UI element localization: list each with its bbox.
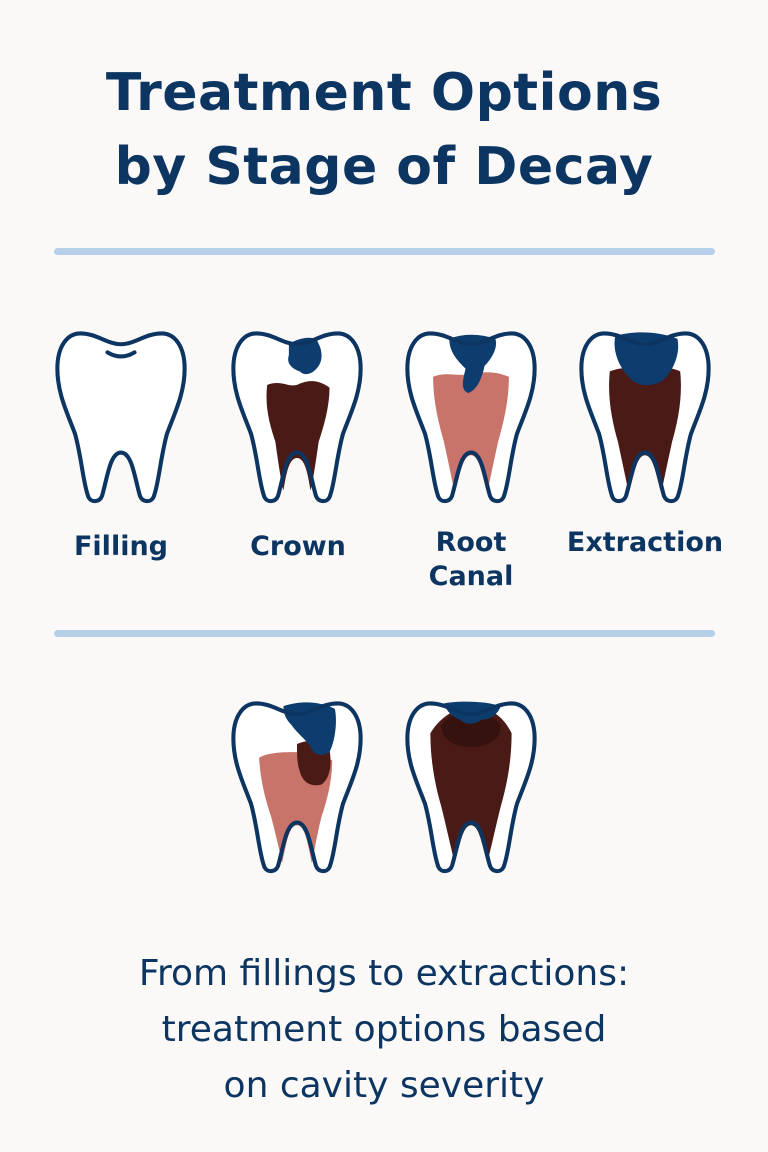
stage-label-filling: Filling: [73, 531, 168, 562]
decayed-tooth-root-canal-icon: [405, 331, 537, 504]
middle-divider: [54, 630, 715, 637]
healthy-tooth-icon: [55, 331, 187, 504]
title-line-1: Treatment Options: [105, 63, 663, 123]
caption-line-2: treatment options based: [161, 1009, 607, 1050]
caption-line-3: on cavity severity: [223, 1065, 545, 1106]
page-title: Treatment Options by Stage of Decay: [0, 56, 768, 204]
stage-label-extraction: Extraction: [566, 527, 724, 558]
decayed-tooth-advanced-icon: [405, 701, 537, 874]
caption-line-1: From fillings to extractions:: [138, 953, 630, 994]
decayed-tooth-crown-icon: [231, 331, 363, 504]
stage-label-crown: Crown: [250, 531, 346, 562]
title-line-2: by Stage of Decay: [114, 137, 654, 197]
top-divider: [54, 248, 715, 255]
decayed-tooth-extraction-icon: [579, 331, 711, 504]
decayed-tooth-pulp-icon: [231, 701, 363, 874]
caption: From fillings to extractions: treatment …: [0, 946, 768, 1114]
stage-label-root-canal-line-1: Root: [435, 527, 507, 558]
stage-label-root-canal-line-2: Canal: [428, 561, 514, 592]
stage-label-root-canal: Root Canal: [381, 526, 561, 594]
